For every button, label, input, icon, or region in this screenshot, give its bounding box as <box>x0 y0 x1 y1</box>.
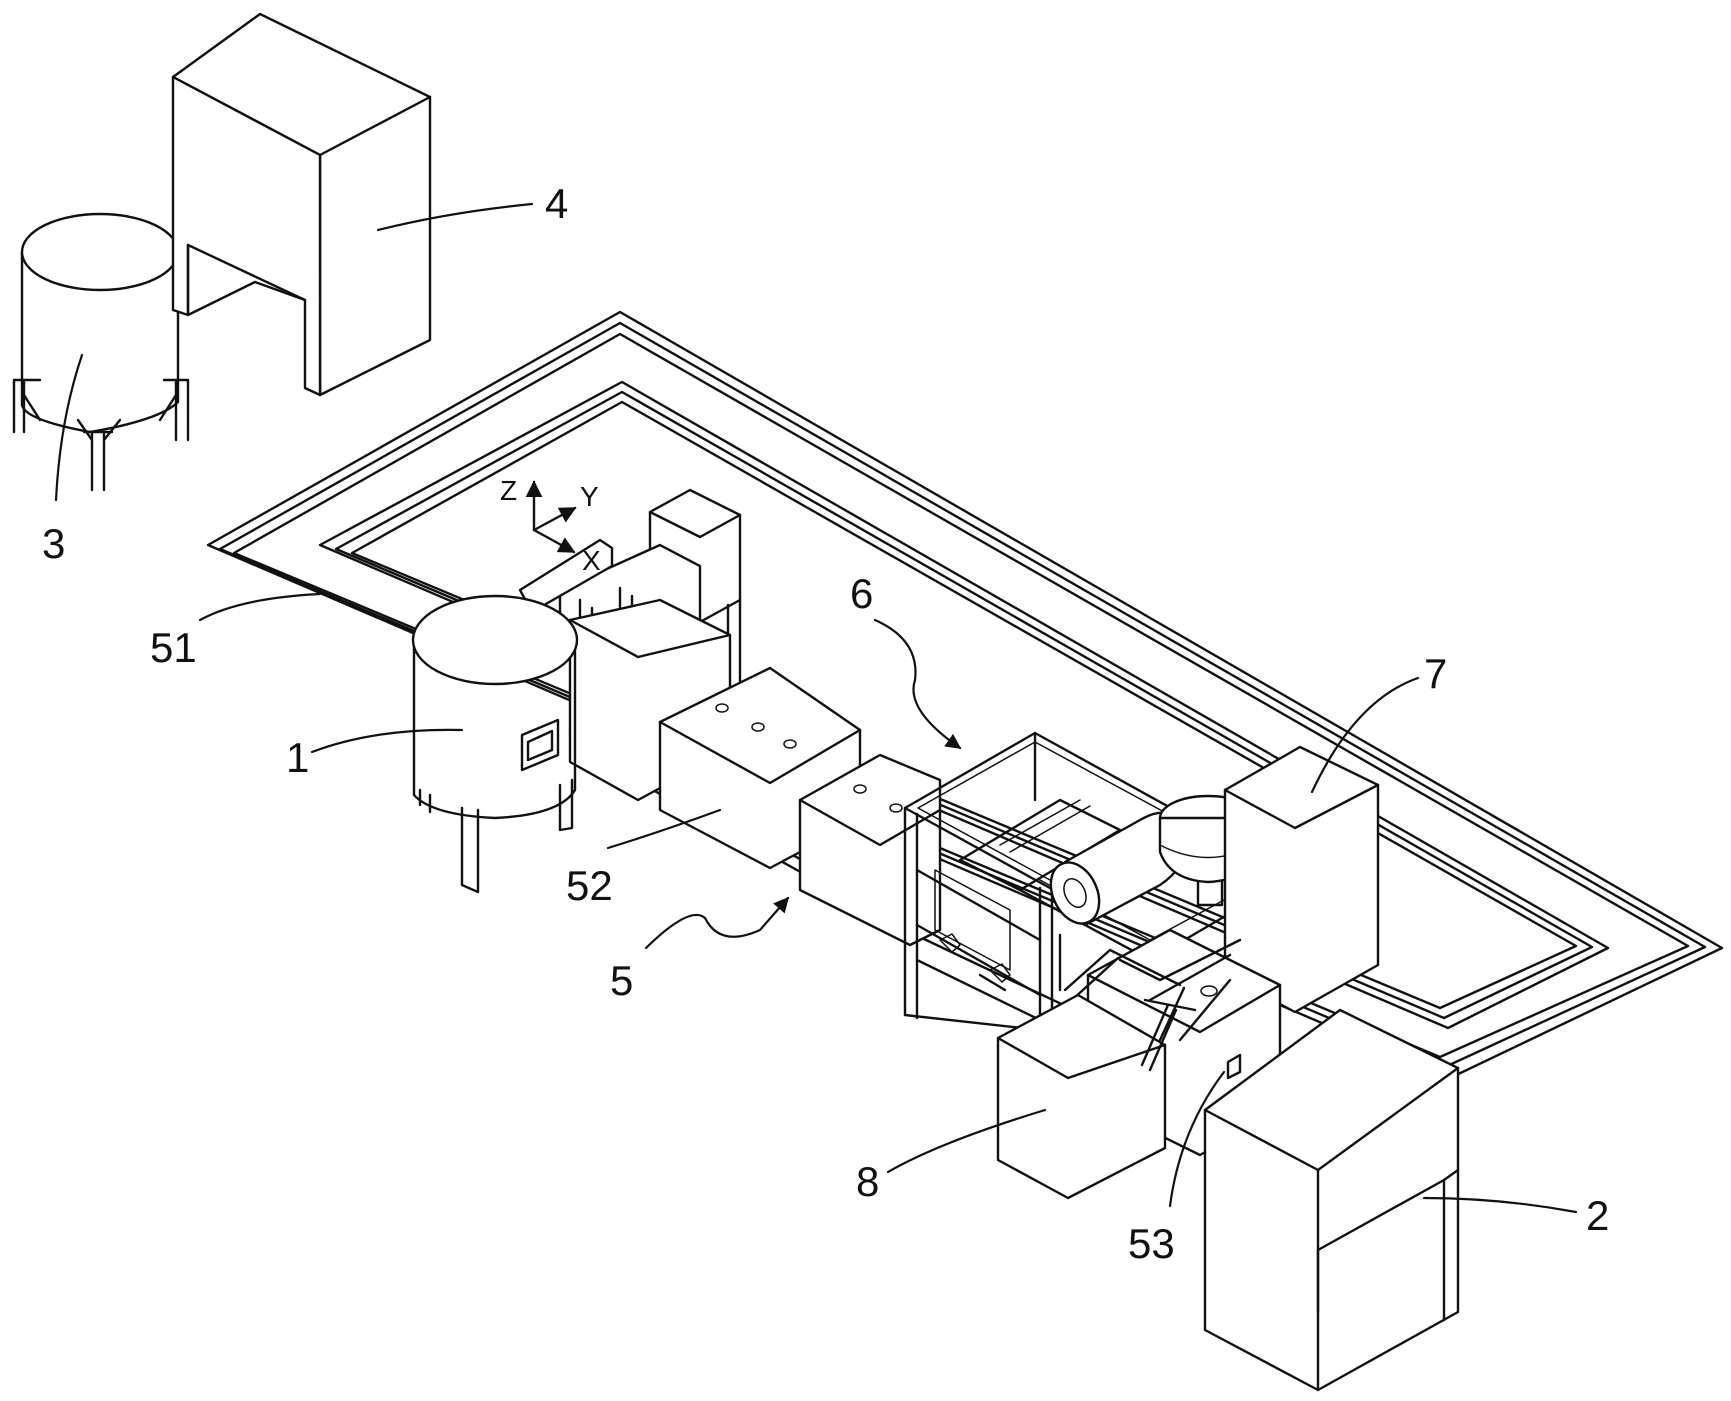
label-3: 3 <box>42 520 65 567</box>
box-8 <box>996 986 1186 1200</box>
label-6: 6 <box>850 570 873 617</box>
coordinate-axes: Z Y X <box>500 475 601 576</box>
label-53: 53 <box>1128 1220 1175 1267</box>
leader-7 <box>1310 676 1420 794</box>
leader-1 <box>310 728 464 754</box>
leader-8 <box>886 1108 1047 1174</box>
axis-label-y: Y <box>580 481 599 512</box>
housing-2 <box>1203 1008 1460 1392</box>
leader-53 <box>1168 1070 1226 1208</box>
track-frame <box>206 310 1724 1080</box>
loading-crane <box>518 488 742 802</box>
axis-label-x: X <box>582 545 601 576</box>
leader-6 <box>873 618 962 750</box>
housing-4 <box>171 12 432 397</box>
leader-3 <box>54 353 84 502</box>
leader-5 <box>644 896 790 950</box>
label-4: 4 <box>545 180 568 227</box>
reference-numerals: 4 3 51 1 52 5 6 7 8 53 2 <box>42 180 1609 1267</box>
label-7: 7 <box>1424 650 1447 697</box>
leader-lines <box>54 202 1578 1214</box>
label-8: 8 <box>856 1158 879 1205</box>
label-2: 2 <box>1586 1192 1609 1239</box>
storage-tank-3 <box>12 212 190 492</box>
leader-51 <box>198 592 322 622</box>
label-52: 52 <box>566 862 613 909</box>
leader-52 <box>606 808 722 850</box>
label-1: 1 <box>286 734 309 781</box>
leader-2 <box>1422 1196 1578 1214</box>
leader-4 <box>376 202 534 232</box>
label-51: 51 <box>150 624 197 671</box>
label-5: 5 <box>610 957 633 1004</box>
axis-label-z: Z <box>500 475 517 506</box>
mixing-tank-1 <box>411 594 579 894</box>
